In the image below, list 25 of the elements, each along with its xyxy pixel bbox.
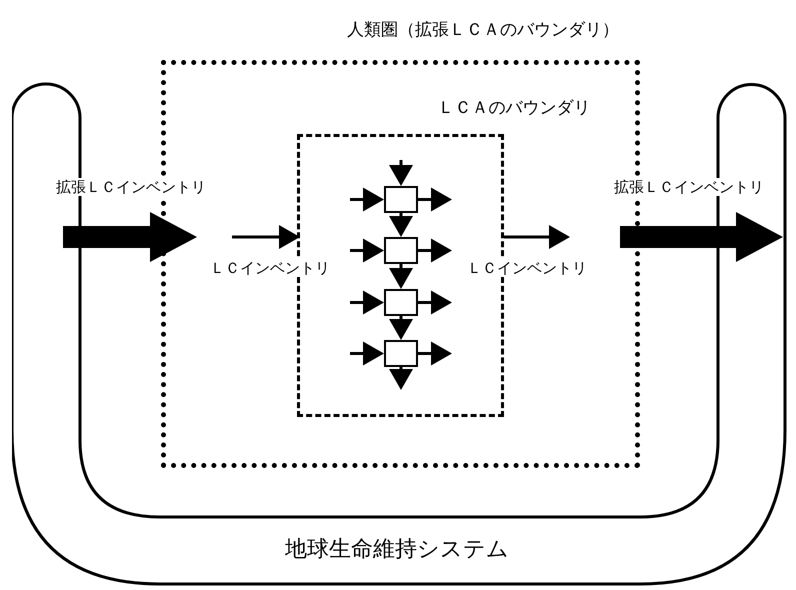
life-support-band	[12, 80, 787, 588]
arrow	[418, 342, 452, 366]
arrow	[389, 160, 413, 186]
process-box	[384, 237, 418, 264]
arrow	[350, 238, 384, 262]
flow-arrow	[620, 212, 783, 262]
arrow	[418, 188, 452, 212]
flow-arrow	[63, 212, 197, 262]
boundary-heading: 人類圏（拡張ＬＣＡのバウンダリ）	[347, 20, 619, 40]
arrow	[350, 188, 384, 212]
arrow	[350, 342, 384, 366]
boundary-heading: ＬＣＡのバウンダリ	[438, 98, 590, 118]
process-box	[384, 340, 418, 367]
arrow	[389, 367, 413, 390]
arrow	[389, 213, 413, 237]
arrow	[232, 225, 300, 249]
arrow	[504, 225, 570, 249]
process-box	[384, 289, 418, 316]
arrow	[418, 290, 452, 314]
process-box	[384, 186, 418, 213]
arrow	[389, 316, 413, 340]
arrow	[350, 290, 384, 314]
arrow	[418, 238, 452, 262]
band-label: 地球生命維持システム	[285, 536, 509, 564]
arrow	[389, 264, 413, 289]
